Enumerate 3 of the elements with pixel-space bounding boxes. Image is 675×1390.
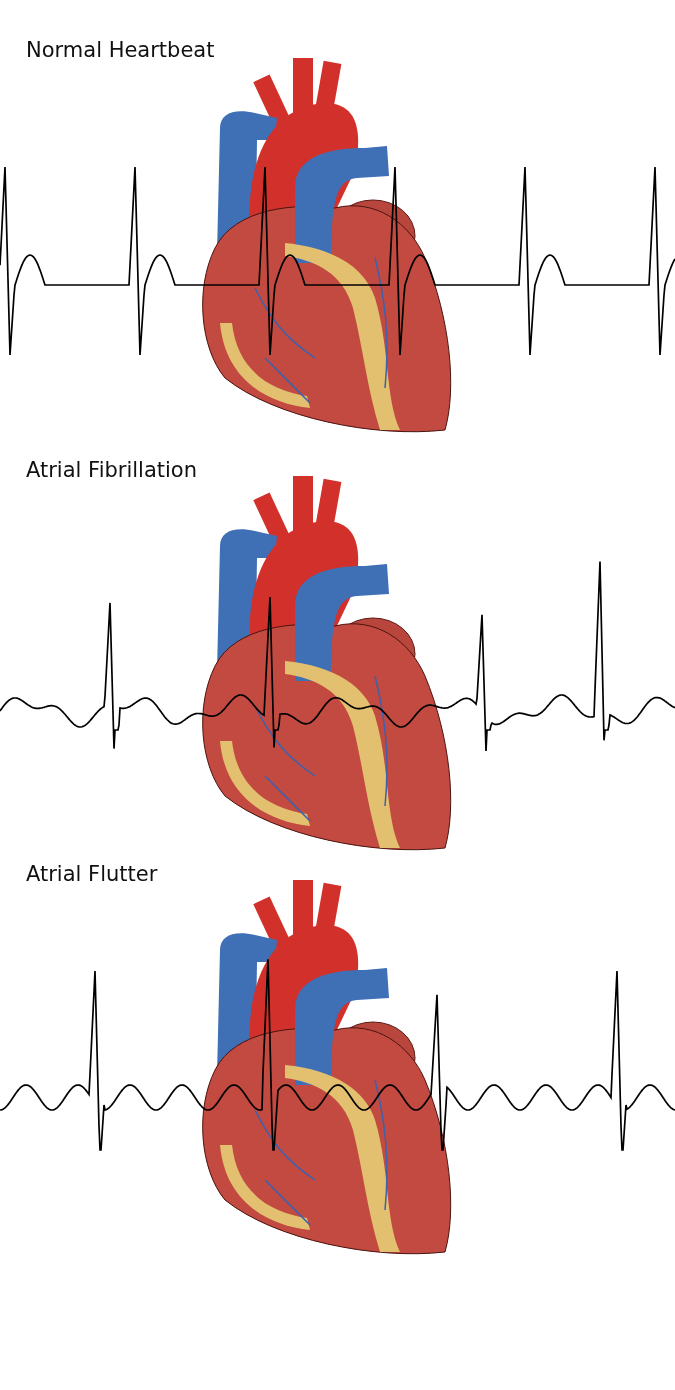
section-heading: Atrial Fibrillation (26, 458, 198, 482)
section-heading: Atrial Flutter (26, 862, 158, 886)
section-heading: Normal Heartbeat (26, 38, 215, 62)
